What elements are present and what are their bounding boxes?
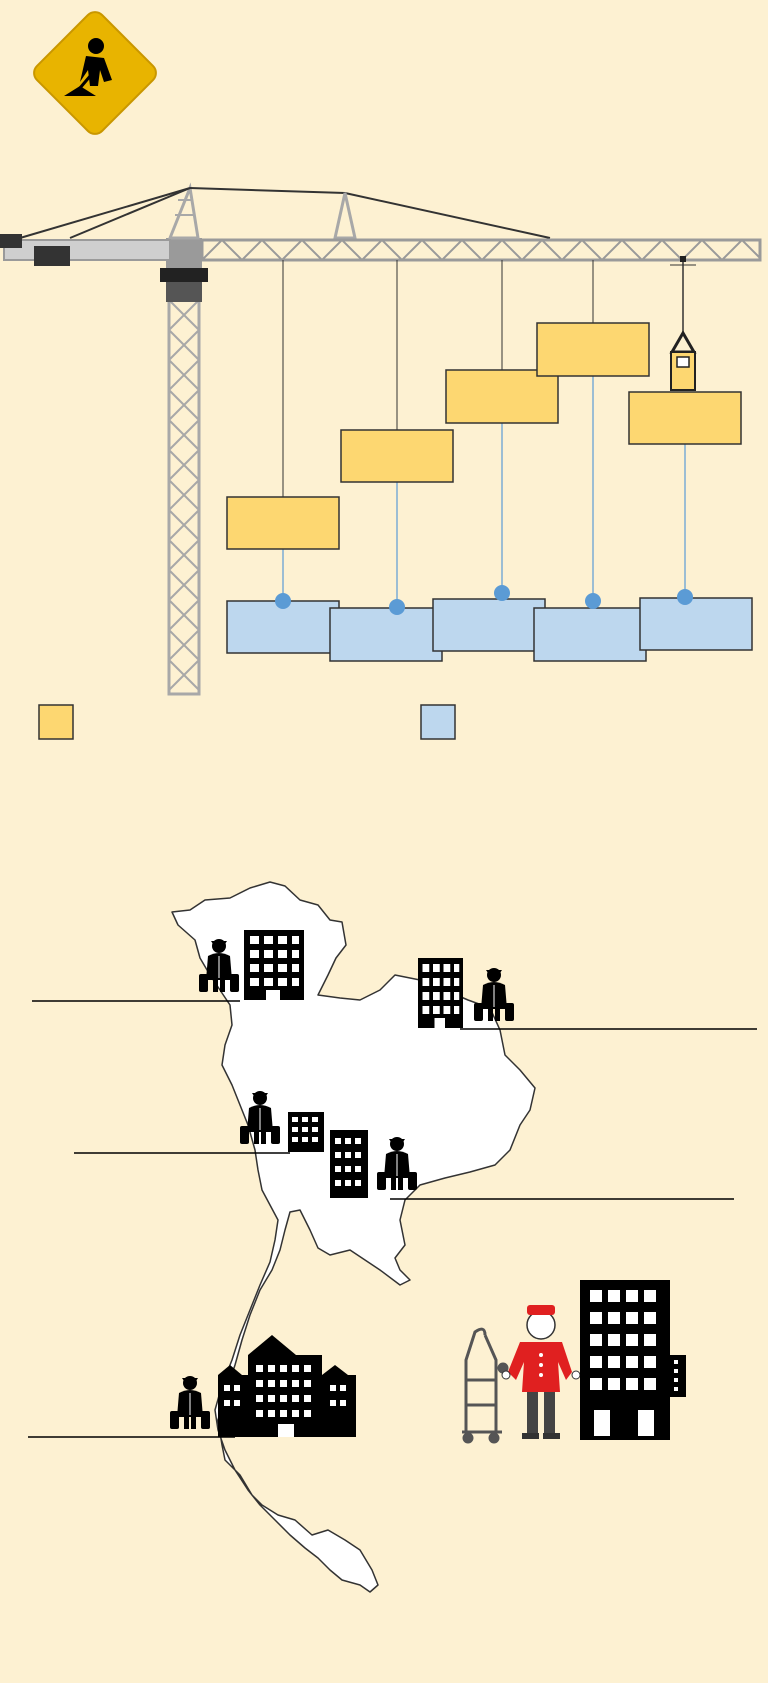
blue-boxes — [226, 597, 753, 662]
hotel-group-bangkok — [330, 1130, 418, 1198]
connector-lines — [282, 376, 686, 607]
blue-box-1 — [226, 600, 340, 654]
yellow-box-4 — [536, 322, 650, 377]
tower-crane-icon — [0, 182, 762, 696]
legend — [38, 704, 456, 740]
map-leader-lines — [28, 1000, 757, 1438]
construction-worker-sign-icon — [33, 11, 157, 135]
luggage-cart-icon — [462, 1327, 509, 1444]
porter-icon — [169, 1375, 211, 1430]
crane-mast — [167, 298, 201, 696]
hotel-group-central — [239, 1090, 324, 1152]
yellow-box-5 — [628, 391, 742, 445]
legend-swatch-blue — [420, 704, 456, 740]
blue-box-2 — [329, 607, 443, 662]
hotel-group-south — [169, 1335, 356, 1437]
yellow-box-2 — [340, 429, 454, 483]
blue-box-5 — [639, 597, 753, 651]
hotel-building-icon — [418, 958, 463, 1028]
yellow-box-1 — [226, 496, 340, 550]
porter-icon — [473, 967, 515, 1022]
hotel-building-icon — [580, 1280, 686, 1440]
blue-box-4 — [533, 607, 647, 662]
crane-hanger-lines — [282, 260, 594, 497]
thailand-map-icon — [171, 881, 536, 1593]
legend-swatch-yellow — [38, 704, 74, 740]
yellow-box-3 — [445, 369, 559, 424]
yellow-boxes — [226, 322, 742, 550]
connector-dots — [275, 585, 693, 615]
blue-box-3 — [432, 598, 546, 652]
hotel-building-icon — [244, 930, 304, 1000]
hotel-group-north — [198, 930, 304, 1000]
bellboy-icon — [501, 1305, 581, 1439]
